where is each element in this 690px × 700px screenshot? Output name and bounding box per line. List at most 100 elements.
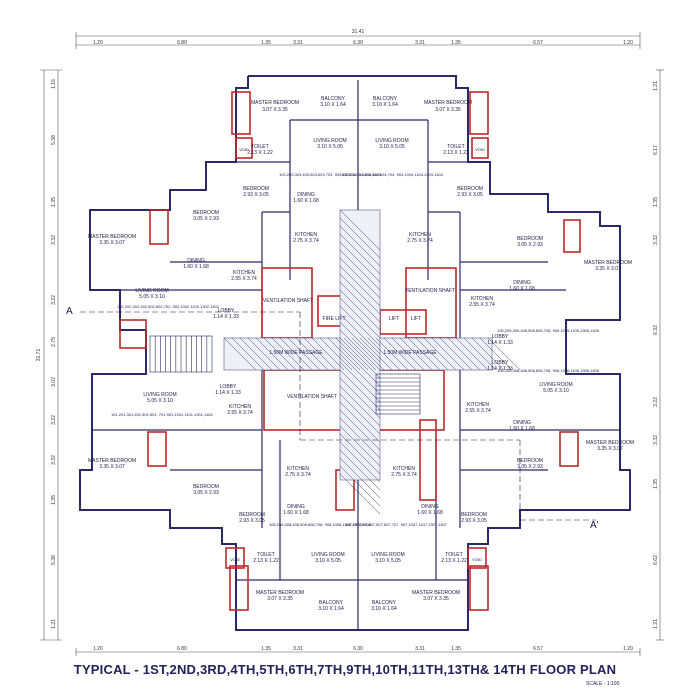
label-dining-br: DINING (421, 504, 439, 510)
bottom-dim-6: 1.35 (451, 646, 461, 652)
label-lobby-right: LOBBY (492, 334, 509, 340)
label-master-bedroom-tl: MASTER BEDROOM (251, 100, 299, 106)
flat-nos-lt: 102,202,302,402,502,602,702, 902,1002,11… (117, 304, 220, 309)
size-lobby-right: 1.14 X 1.33 (487, 340, 513, 346)
right-dim-1: 6.17 (653, 145, 659, 155)
top-dim-4: 6.30 (353, 40, 363, 46)
size-living-room-rb: 5.05 X 3.10 (543, 388, 569, 394)
label-kitchen-rt: KITCHEN (471, 296, 493, 302)
size-living-room-lt: 5.05 X 3.10 (139, 294, 165, 300)
label-lift-1: LIFT (389, 316, 399, 322)
left-dim-4: 3.22 (51, 295, 57, 305)
size-master-bedroom-lb: 3.35 X 3.07 (99, 464, 125, 470)
label-balcony-tl: BALCONY (321, 96, 346, 102)
label-passage-left: 1.50M WIDE PASSAGE (269, 350, 323, 356)
size-toilet-bl: 2.13 X 1.22 (253, 558, 279, 564)
section-mark-a: A (66, 306, 73, 317)
bottom-dim-7: 6.57 (533, 646, 543, 652)
top-dim-0: 1.20 (93, 40, 103, 46)
label-living-room-tr: LIVING ROOM (375, 138, 408, 144)
right-dim-2: 1.35 (653, 197, 659, 207)
size-bedroom-lt: 3.05 X 2.93 (193, 216, 219, 222)
right-dim-8: 6.62 (653, 555, 659, 565)
size-living-room-bl: 3.10 X 5.05 (315, 558, 341, 564)
left-dim-9: 1.35 (51, 495, 57, 505)
bottom-dim-3: 3.31 (293, 646, 303, 652)
size-balcony-tl: 3.10 X 1.64 (320, 102, 346, 108)
interior-walls (92, 80, 620, 630)
staircase-left (149, 335, 213, 373)
left-dimension-texts: 1.165.381.353.323.222.753.023.223.321.35… (51, 79, 57, 629)
size-dining-rt: 1.60 X 1.68 (509, 286, 535, 292)
label-bedroom-lt: BEDROOM (193, 210, 219, 216)
top-dim-2: 1.35 (261, 40, 271, 46)
size-bedroom-tr: 2.93 X 3.05 (457, 192, 483, 198)
size-kitchen-lt: 2.55 X 3.74 (231, 276, 257, 282)
label-toilet-br: TOILET (445, 552, 462, 558)
size-bedroom-lb: 3.05 X 2.93 (193, 490, 219, 496)
label-dining-rb: DINING (513, 420, 531, 426)
label-vent-shaft-tr: VENTILATION SHAFT (405, 288, 455, 294)
bottom-dim-0: 1.20 (93, 646, 103, 652)
label-lobby-left-2: LOBBY (220, 384, 237, 390)
label-vent-shaft-bl: VENTILATION SHAFT (287, 394, 337, 400)
label-void-tl: VOID (239, 147, 249, 152)
flat-nos-lb: 101,201,301,401,501,601, 701,901,1001,11… (111, 412, 214, 417)
label-living-room-br: LIVING ROOM (371, 552, 404, 558)
left-dim-2: 1.35 (51, 197, 57, 207)
label-living-room-lt: LIVING ROOM (135, 288, 168, 294)
right-dim-5: 3.22 (653, 397, 659, 407)
label-vent-shaft-tl: VENTILATION SHAFT (263, 298, 313, 304)
size-toilet-tl: 2.13 X 1.22 (247, 150, 273, 156)
label-master-bedroom-rt: MASTER BEDROOM (584, 260, 632, 266)
label-bedroom-tl: BEDROOM (243, 186, 269, 192)
size-toilet-br: 2.13 X 1.22 (441, 558, 467, 564)
label-bedroom-bl: BEDROOM (239, 512, 265, 518)
size-toilet-tr: 2.13 X 1.22 (443, 150, 469, 156)
size-kitchen-tl: 2.75 X 3.74 (293, 238, 319, 244)
size-master-bedroom-tr: 3.07 X 3.35 (435, 107, 461, 113)
size-master-bedroom-bl: 3.07 X 3.35 (267, 596, 293, 602)
label-void-bl: VOID (230, 557, 240, 562)
label-master-bedroom-lt: MASTER BEDROOM (88, 234, 136, 240)
label-kitchen-tr: KITCHEN (409, 232, 431, 238)
top-dim-3: 3.31 (293, 40, 303, 46)
size-master-bedroom-rb: 3.35 X 3.07 (597, 446, 623, 452)
left-dim-1: 5.38 (51, 135, 57, 145)
left-dim-3: 3.32 (51, 235, 57, 245)
label-dining-tl: DINING (297, 192, 315, 198)
label-bedroom-lb: BEDROOM (193, 484, 219, 490)
label-bedroom-tr: BEDROOM (457, 186, 483, 192)
size-master-bedroom-tl: 3.07 X 3.35 (262, 107, 288, 113)
label-lobby-right-2: LOBBY (492, 360, 509, 366)
size-lobby-right-2: 1.14 X 1.33 (487, 366, 513, 372)
label-master-bedroom-lb: MASTER BEDROOM (88, 458, 136, 464)
size-dining-br: 1.60 X 1.68 (417, 510, 443, 516)
label-kitchen-lt: KITCHEN (233, 270, 255, 276)
bottom-dim-2: 1.35 (261, 646, 271, 652)
label-balcony-br: BALCONY (372, 600, 397, 606)
right-dim-9: 1.21 (653, 619, 659, 629)
label-bedroom-rb: BEDROOM (517, 458, 543, 464)
top-dim-7: 6.57 (533, 40, 543, 46)
label-master-bedroom-tr: MASTER BEDROOM (424, 100, 472, 106)
label-lift-2: LIFT (411, 316, 421, 322)
label-living-room-rb: LIVING ROOM (539, 382, 572, 388)
size-dining-tl: 1.60 X 1.68 (293, 198, 319, 204)
top-dim-1: 6.80 (177, 40, 187, 46)
left-dim-8: 3.32 (51, 455, 57, 465)
section-mark-a-prime: A' (590, 520, 599, 531)
left-dim-11: 1.21 (51, 619, 57, 629)
label-living-room-tl: LIVING ROOM (313, 138, 346, 144)
label-living-room-lb: LIVING ROOM (143, 392, 176, 398)
label-master-bedroom-br: MASTER BEDROOM (412, 590, 460, 596)
left-dim-10: 5.38 (51, 555, 57, 565)
right-dim-6: 3.32 (653, 435, 659, 445)
flat-nos-bl: 108,208,308,408,508,608,708, 908,1008,11… (269, 522, 372, 527)
size-kitchen-tr: 2.75 X 3.74 (407, 238, 433, 244)
label-kitchen-lb: KITCHEN (229, 404, 251, 410)
bottom-dim-8: 1.20 (623, 646, 633, 652)
right-dimension-texts: 1.216.171.353.326.323.223.321.356.621.21 (653, 81, 659, 629)
